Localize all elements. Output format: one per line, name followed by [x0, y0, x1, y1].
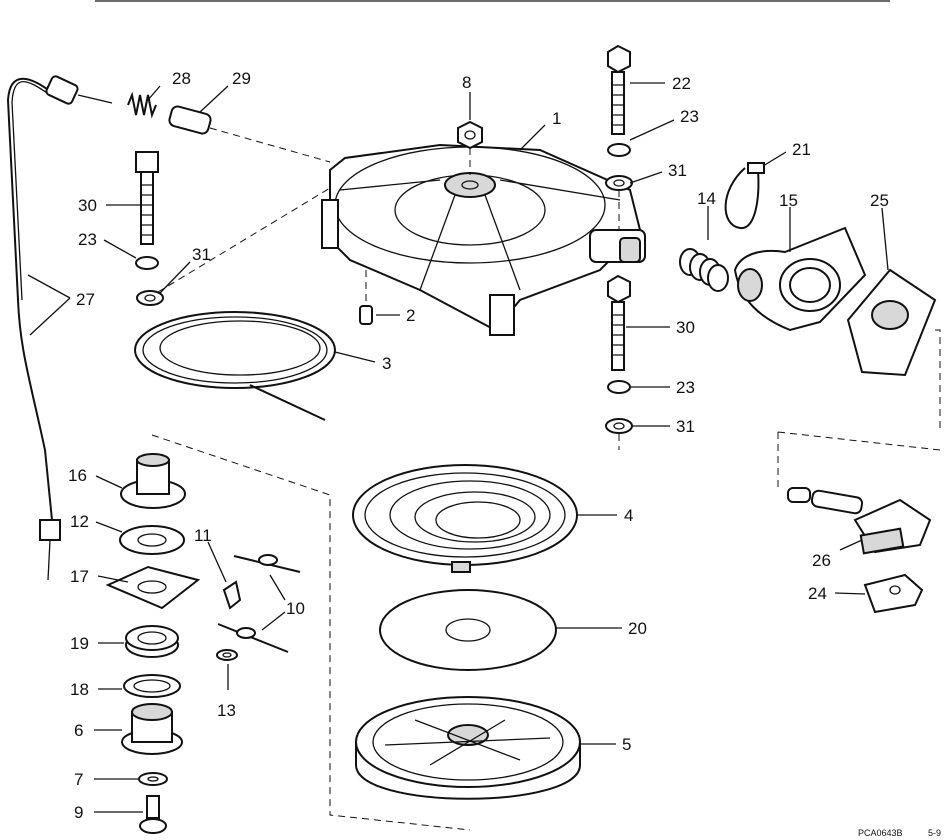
callout-23-right: 23: [676, 378, 695, 397]
leader-dash-31-left: [157, 187, 331, 293]
callout-labels: 1 2 3 4 5 6 7 8 9 10 11 12 13 14 15 16 1: [27, 69, 889, 822]
lock-washer-part-23-top: [607, 143, 631, 157]
callout-30-right: 30: [676, 318, 695, 337]
date-code: 5-9: [928, 828, 941, 838]
lock-washer-part-23-left: [135, 256, 159, 270]
callout-20: 20: [628, 619, 647, 638]
leader-3: [334, 351, 376, 363]
leader-28: [147, 85, 161, 101]
plunger-part-29: [168, 105, 212, 135]
callout-18: 18: [70, 680, 89, 699]
bolt-part-30-right: [607, 274, 631, 371]
spring-part-14: [679, 248, 729, 292]
disk-part-20: [379, 589, 557, 671]
leader-dash-29: [209, 127, 331, 163]
bolt-part-22: [607, 44, 631, 135]
callout-31-left: 31: [192, 245, 211, 264]
bushing-part-19: [125, 625, 179, 658]
callout-9: 9: [74, 803, 83, 822]
plate-part-17: [105, 565, 201, 610]
leader-1: [519, 124, 546, 151]
housing-part-1: [321, 143, 646, 336]
callout-30-left: 30: [78, 196, 97, 215]
callout-29: 29: [232, 69, 251, 88]
callout-8: 8: [462, 73, 471, 92]
leader-10: [261, 574, 286, 631]
leader-23-top: [629, 119, 675, 141]
callout-11: 11: [194, 526, 212, 545]
callout-21: 21: [792, 140, 811, 159]
callout-23-left: 23: [78, 230, 97, 249]
spring-part-28: [127, 91, 157, 119]
callout-17: 17: [70, 567, 89, 586]
insert-part-24: [863, 573, 924, 614]
leader-16: [95, 475, 123, 489]
hub-part-16: [120, 453, 186, 509]
washer-part-31-right: [605, 418, 633, 434]
leader-26: [839, 539, 863, 551]
handle-part-26: [787, 487, 932, 555]
leader-17: [97, 575, 129, 583]
leader-31-left: [159, 261, 191, 294]
callout-31-right: 31: [676, 417, 695, 436]
callout-14: 14: [697, 189, 716, 208]
clip-part-21: [724, 162, 765, 230]
pawl-part-11: [222, 580, 242, 610]
rope-part-3: [134, 311, 336, 421]
lock-washer-part-23-right: [607, 380, 631, 394]
callout-2: 2: [406, 306, 415, 325]
callout-24: 24: [808, 584, 827, 603]
washer-part-12: [119, 525, 185, 555]
callout-26: 26: [812, 551, 831, 570]
screw-part-2: [359, 305, 373, 325]
callout-27: 27: [76, 290, 95, 309]
cam-part-6: [121, 703, 183, 755]
leader-24: [834, 592, 866, 595]
callout-10: 10: [286, 599, 305, 618]
washer-part-7: [138, 772, 168, 786]
bolt-part-30-left: [135, 151, 159, 245]
callout-15: 15: [779, 191, 798, 210]
callout-6: 6: [74, 721, 83, 740]
cable-part-27: [6, 75, 113, 581]
leader-27: [27, 274, 71, 336]
callout-23-top: 23: [680, 107, 699, 126]
leader-23-left: [103, 239, 137, 259]
handle-housing-part-15: [733, 226, 867, 332]
link-part-10: [217, 554, 301, 653]
plate-part-25: [846, 268, 937, 377]
callout-25: 25: [870, 191, 889, 210]
callout-3: 3: [382, 354, 391, 373]
leader-12: [95, 521, 123, 533]
leader-31-top: [629, 171, 663, 184]
leader-11: [207, 541, 227, 583]
callout-1: 1: [552, 109, 561, 128]
leader-dash-right-edge: [935, 329, 941, 430]
leader-dash-26: [777, 431, 941, 490]
washer-part-31-top: [605, 175, 633, 191]
leader-25: [881, 207, 889, 271]
recoil-spring-part-4: [352, 464, 578, 573]
pulley-part-5: [355, 696, 581, 800]
callout-12: 12: [70, 512, 89, 531]
ring-part-18: [123, 674, 181, 698]
leader-29: [199, 85, 229, 113]
callout-4: 4: [624, 506, 633, 525]
callout-19: 19: [70, 634, 89, 653]
leader-21: [762, 151, 787, 167]
callout-5: 5: [622, 735, 631, 754]
washer-part-13: [216, 649, 238, 661]
leader-dash-stack: [151, 434, 471, 831]
callout-13: 13: [217, 701, 236, 720]
nut-part-8: [457, 120, 483, 150]
callout-28: 28: [172, 69, 191, 88]
callout-31-top: 31: [668, 161, 687, 180]
callout-7: 7: [74, 770, 83, 789]
washer-part-31-left: [136, 290, 164, 306]
drawing-code: PCA0643B: [858, 828, 903, 838]
callout-16: 16: [68, 466, 87, 485]
callout-22: 22: [672, 74, 691, 93]
screw-part-9: [139, 795, 167, 834]
